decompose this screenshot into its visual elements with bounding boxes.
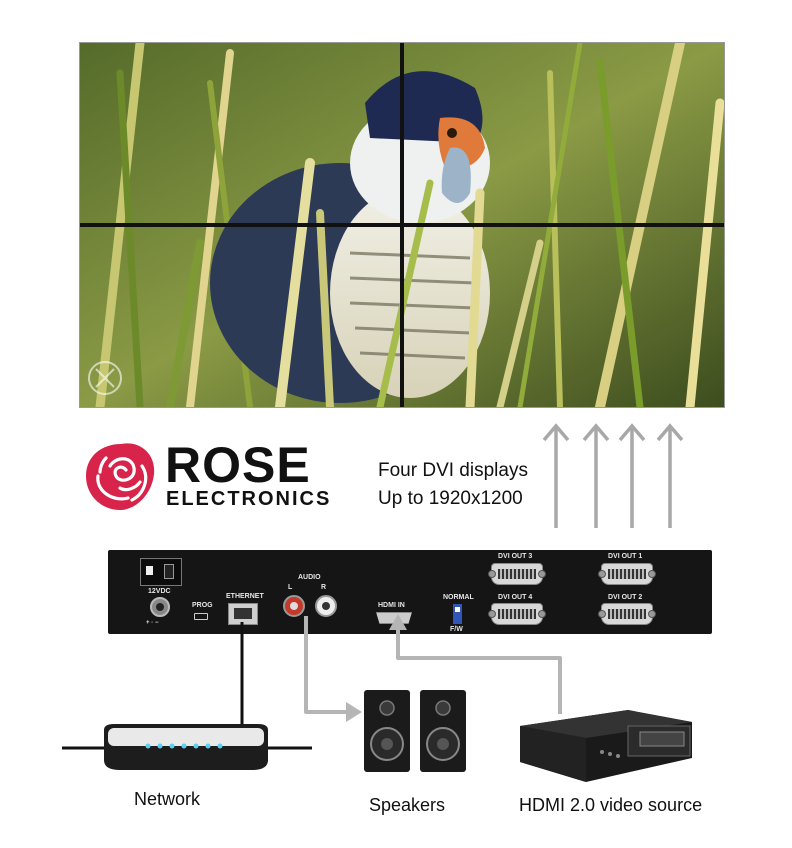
video-wall-processor-panel: 12VDC + ◦ − PROG ETHERNET AUDIO L R HDMI… <box>108 550 712 634</box>
audio-right-jack <box>315 595 337 617</box>
video-wall <box>80 43 724 407</box>
audio-r-label: R <box>321 584 327 591</box>
dvi-out-1-port <box>598 563 656 585</box>
fw-label: F/W <box>450 626 463 633</box>
displays-caption-line2: Up to 1920x1200 <box>378 488 523 509</box>
hdmi-source-label: HDMI 2.0 video source <box>519 795 703 815</box>
hdmi-in-label: HDMI IN <box>378 602 405 609</box>
power-jack-icon <box>150 597 170 617</box>
arrow-up-icon-3 <box>618 423 646 528</box>
rose-electronics-logo: ROSE ELECTRONICS <box>80 436 340 516</box>
audio-label: AUDIO <box>298 574 321 581</box>
prog-label: PROG <box>192 602 213 609</box>
arrow-up-icon-4 <box>656 423 684 528</box>
hdmi-source-device-image <box>520 710 692 782</box>
dvi-out-4-port <box>488 603 546 625</box>
speaker-right-icon <box>420 690 466 772</box>
dvi-out-1-label: DVI OUT 1 <box>608 553 643 560</box>
dvi-output-arrows <box>542 423 684 528</box>
ethernet-label: ETHERNET <box>226 593 264 600</box>
arrow-right-icon <box>346 702 362 722</box>
normal-label: NORMAL <box>443 594 474 601</box>
logo-wordmark-electronics: ELECTRONICS <box>166 488 332 510</box>
speakers-image <box>364 690 466 772</box>
logo-wordmark-rose: ROSE <box>165 437 311 493</box>
video-wall-image <box>80 43 724 407</box>
power-label: 12VDC <box>148 588 171 595</box>
polarity-icon: + ◦ − <box>146 620 159 626</box>
watermark-icon <box>88 361 122 395</box>
network-label: Network <box>134 789 201 809</box>
speakers-label: Speakers <box>369 795 446 815</box>
power-switch <box>140 558 182 586</box>
dvi-out-3-port <box>488 563 546 585</box>
prog-usb-port <box>194 613 208 620</box>
hdmi-in-port <box>376 612 412 624</box>
audio-l-label: L <box>288 584 293 591</box>
rose-logo-icon <box>86 443 155 510</box>
arrow-up-icon-2 <box>582 423 610 528</box>
ethernet-port <box>228 603 258 625</box>
dvi-out-3-label: DVI OUT 3 <box>498 553 533 560</box>
network-router-image <box>62 724 312 770</box>
dvi-out-2-port <box>598 603 656 625</box>
arrow-up-icon-1 <box>542 423 570 528</box>
displays-caption-line1: Four DVI displays <box>378 460 528 481</box>
dvi-out-4-label: DVI OUT 4 <box>498 594 533 601</box>
speaker-left-icon <box>364 690 410 772</box>
audio-left-jack <box>283 595 305 617</box>
mode-switch <box>453 604 462 624</box>
dvi-out-2-label: DVI OUT 2 <box>608 594 643 601</box>
